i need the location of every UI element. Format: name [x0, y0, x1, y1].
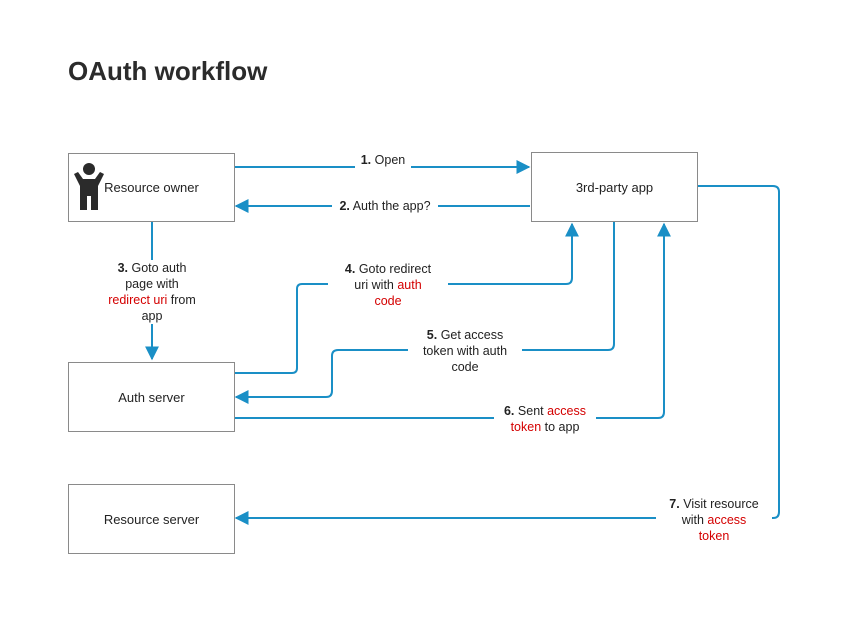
edge-label-3: 3. Goto auth page with redirect uri from… [100, 260, 204, 324]
node-third-party-app: 3rd-party app [531, 152, 698, 222]
edge-get-access-token [234, 222, 615, 404]
node-label: 3rd-party app [575, 179, 654, 195]
edge-label-6: 6. Sent access token to app [494, 403, 596, 435]
edge-label-7: 7. Visit resource with access token [656, 496, 772, 544]
edge-label-4: 4. Goto redirect uri with auth code [328, 261, 448, 309]
node-label: Resource owner [104, 180, 199, 195]
node-resource-server: Resource server [68, 484, 235, 554]
edge-goto-redirect-uri [235, 222, 579, 374]
edge-label-1: 1. Open [355, 152, 411, 168]
person-icon [74, 163, 104, 210]
edge-label-5: 5. Get access token with auth code [408, 327, 522, 375]
node-resource-owner: Resource owner [68, 153, 235, 222]
page-title: OAuth workflow [68, 56, 268, 86]
node-label: Auth server [118, 389, 185, 405]
edge-visit-resource [234, 185, 780, 525]
node-auth-server: Auth server [68, 362, 235, 432]
edge-sent-access-token [235, 222, 671, 419]
edge-label-2: 2. Auth the app? [332, 198, 438, 214]
node-label: Resource server [103, 511, 200, 527]
